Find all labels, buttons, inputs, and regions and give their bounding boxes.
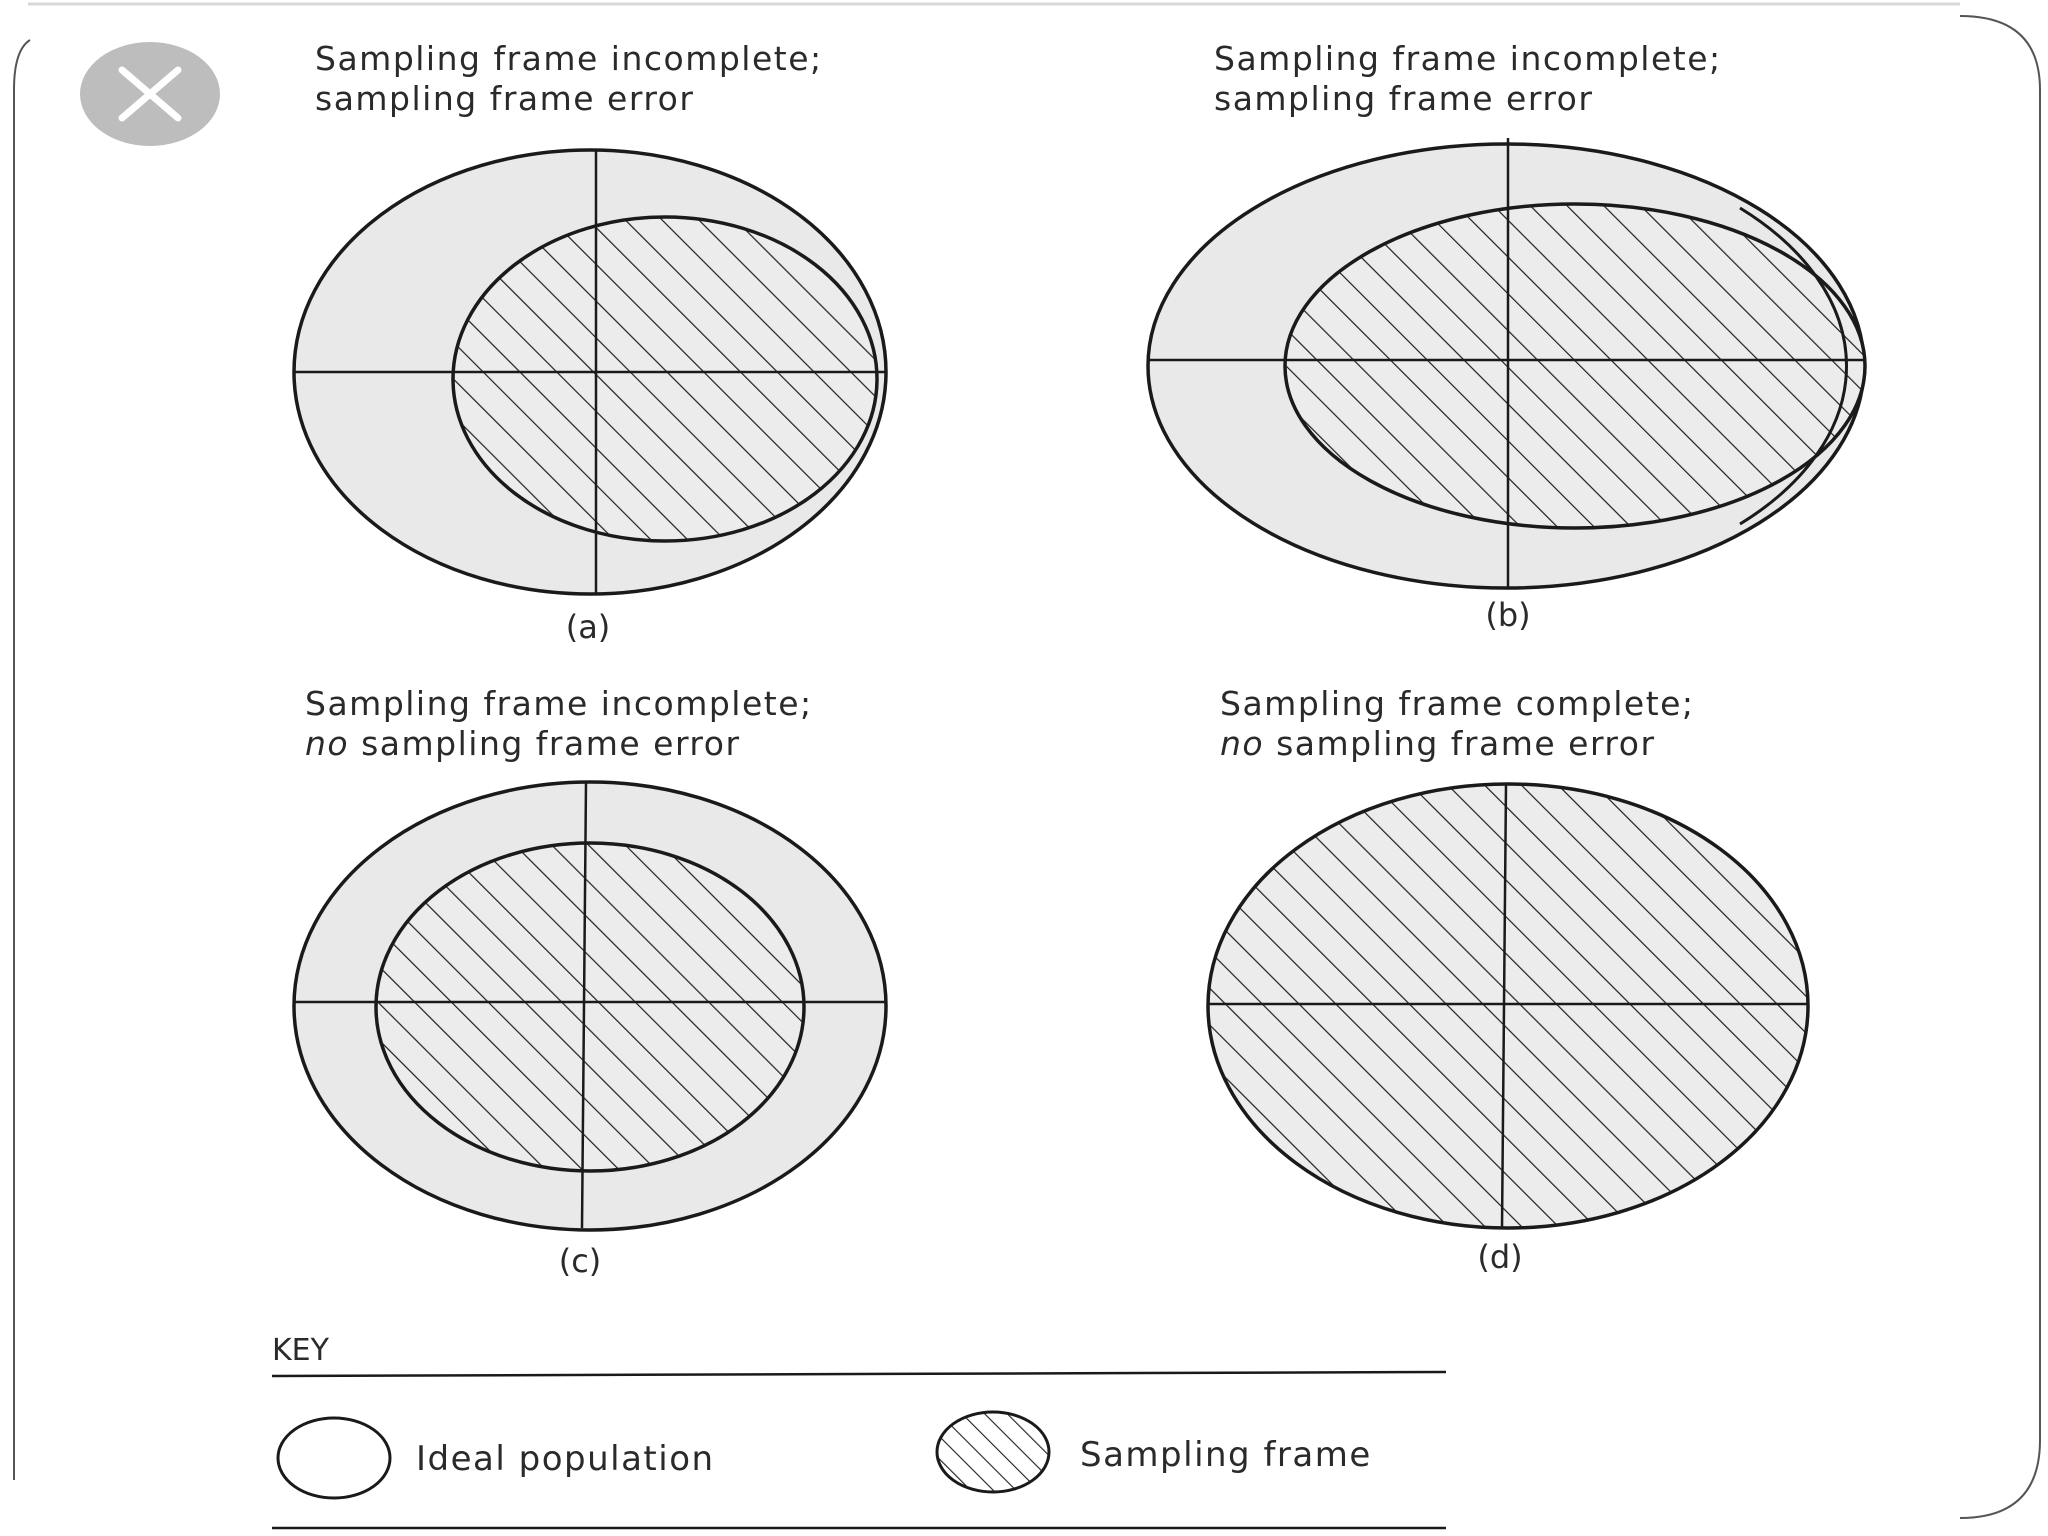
panel-d-label: (d) [1477, 1238, 1522, 1276]
panel-a-label: (a) [566, 608, 611, 646]
panel-d-title-line2: no sampling frame error [1220, 724, 1656, 763]
panel-d-title-rest: sampling frame error [1264, 724, 1655, 763]
slide-frame [13, 2, 2041, 1519]
panel-a-title-line2: sampling frame error [315, 79, 694, 118]
close-icon [118, 66, 182, 122]
legend-title: KEY [272, 1333, 330, 1368]
panel-c-sampling-frame [374, 841, 806, 1173]
panel-d-title-emphasis: no [1220, 724, 1264, 763]
panel-c-title-line1: Sampling frame incomplete; [305, 684, 813, 723]
panel-a: Sampling frame incomplete; sampling fram… [292, 39, 888, 646]
legend-sampling-frame-label: Sampling frame [1080, 1435, 1372, 1475]
legend-top-rule [271, 1370, 1447, 1378]
panel-d: Sampling frame complete; no sampling fra… [1206, 684, 1810, 1276]
panel-b-sampling-frame [1283, 202, 1867, 530]
panel-b: Sampling frame incomplete; sampling fram… [1146, 39, 1867, 634]
panel-d-axis-vertical [1500, 783, 1508, 1229]
legend-sampling-frame-swatch [935, 1410, 1051, 1494]
panel-c-title-line2: no sampling frame error [305, 724, 741, 763]
panel-b-title-line1: Sampling frame incomplete; [1214, 39, 1722, 78]
panel-b-title-rest: sampling frame error [1214, 79, 1593, 118]
panel-c-label: (c) [559, 1242, 602, 1280]
legend: KEY Ideal population Sampling frame [271, 1333, 1447, 1530]
close-button[interactable] [80, 42, 220, 146]
panel-d-title-line1: Sampling frame complete; [1220, 684, 1695, 723]
legend-ideal-population-swatch [276, 1416, 392, 1500]
panel-a-title-rest: sampling frame error [315, 79, 694, 118]
legend-ideal-population-label: Ideal population [416, 1439, 715, 1479]
panel-c-axis-vertical [580, 781, 588, 1229]
panel-b-label: (b) [1485, 596, 1530, 634]
panel-a-sampling-frame [451, 215, 879, 543]
panel-b-title-line2: sampling frame error [1214, 79, 1593, 118]
panel-c: Sampling frame incomplete; no sampling f… [292, 684, 888, 1280]
panel-b-population-edge [1739, 206, 1849, 526]
panel-c-title-rest: sampling frame error [349, 724, 740, 763]
panel-a-title-line1: Sampling frame incomplete; [315, 39, 823, 78]
panel-c-title-emphasis: no [305, 724, 349, 763]
panel-d-sampling-frame [1206, 782, 1810, 1230]
